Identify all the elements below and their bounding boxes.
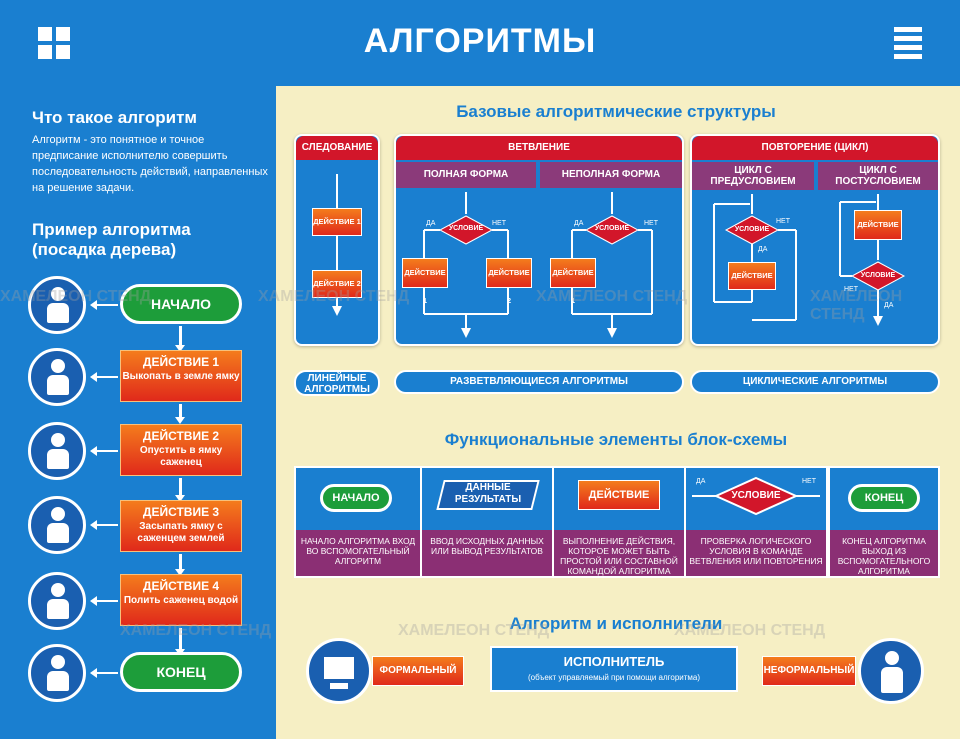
shovel-icon xyxy=(28,496,86,554)
fe-cond-label: УСЛОВИЕ xyxy=(731,490,781,501)
fe-start: НАЧАЛО НАЧАЛО АЛГОРИТМА ВХОД ВО ВСПОМОГА… xyxy=(294,466,422,578)
full-form-head: ПОЛНАЯ ФОРМА xyxy=(396,162,536,188)
end-pill: КОНЕЦ xyxy=(120,652,242,692)
branch-action-2: ДЕЙСТВИЕ 2 xyxy=(486,258,532,305)
branch-head: ВЕТВЛЕНИЕ xyxy=(396,136,682,160)
post-condition-head: ЦИКЛ С ПОСТУСЛОВИЕМ xyxy=(818,162,938,190)
yes-label: ДА xyxy=(884,302,894,309)
informal-label: НЕФОРМАЛЬНЫЙ xyxy=(762,656,856,686)
menu-icon[interactable] xyxy=(894,27,922,59)
left-panel: Что такое алгоритм Алгоритм - это понятн… xyxy=(0,86,276,739)
arrow-left-icon xyxy=(90,596,118,606)
fe-cond-desc: ПРОВЕРКА ЛОГИЧЕСКОГО УСЛОВИЯ В КОМАНДЕ В… xyxy=(686,530,826,576)
seq-action-1: ДЕЙСТВИЕ 1 xyxy=(312,208,362,236)
diamond-icon xyxy=(692,476,820,516)
sequence-head: СЛЕДОВАНИЕ xyxy=(296,136,378,160)
no-label: НЕТ xyxy=(492,220,506,227)
executor-label: ИСПОЛНИТЕЛЬ xyxy=(563,654,665,669)
loop-pre-action: ДЕЙСТВИЕ xyxy=(728,262,776,290)
start-pill: НАЧАЛО xyxy=(120,284,242,324)
gardener-icon xyxy=(28,276,86,334)
loop-pre-cond: УСЛОВИЕ xyxy=(734,226,770,233)
branch-action-partial: ДЕЙСТВИЕ 1 xyxy=(550,258,596,305)
flow-line xyxy=(175,478,185,502)
pre-condition-head: ЦИКЛ С ПРЕДУСЛОВИЕМ xyxy=(692,162,814,190)
fe-start-shape: НАЧАЛО xyxy=(320,484,392,512)
loop-head: ПОВТОРЕНИЕ (ЦИКЛ) xyxy=(692,136,938,160)
exec-title: Алгоритм и исполнители xyxy=(509,614,723,633)
fe-data-label: ДАННЫЕ РЕЗУЛЬТАТЫ xyxy=(454,482,522,505)
func-title: Функциональные элементы блок-схемы xyxy=(444,430,788,449)
flow-line xyxy=(175,628,185,656)
flow-line xyxy=(175,404,185,424)
no-label: НЕТ xyxy=(776,218,790,225)
executor-box: ИСПОЛНИТЕЛЬ (объект управляемый при помо… xyxy=(490,646,738,692)
no-label: НЕТ xyxy=(844,286,858,293)
what-title: Что такое алгоритм xyxy=(32,108,198,127)
loop-post-cond: УСЛОВИЕ xyxy=(860,272,896,279)
fe-action: ДЕЙСТВИЕ ВЫПОЛНЕНИЕ ДЕЙСТВИЯ, КОТОРОЕ МО… xyxy=(552,466,686,578)
branch-action-1: ДЕЙСТВИЕ 1 xyxy=(402,258,448,305)
branch-panel: ВЕТВЛЕНИЕ ПОЛНАЯ ФОРМА НЕПОЛНАЯ ФОРМА xyxy=(394,134,684,346)
branch-cond-2: УСЛОВИЕ xyxy=(594,225,630,232)
seq-action-2: ДЕЙСТВИЕ 2 xyxy=(312,270,362,298)
no-label: НЕТ xyxy=(802,478,816,485)
partial-form-head: НЕПОЛНАЯ ФОРМА xyxy=(540,162,682,188)
person-icon xyxy=(858,638,924,704)
basic-structures-title: Базовые алгоритмические структуры xyxy=(456,102,776,121)
plant-icon xyxy=(28,422,86,480)
yes-label: ДА xyxy=(426,220,436,227)
sequence-arrows xyxy=(332,174,342,316)
arrow-left-icon xyxy=(90,446,118,456)
fe-action-shape: ДЕЙСТВИЕ xyxy=(578,480,660,510)
branch-cond-1: УСЛОВИЕ xyxy=(448,225,484,232)
fe-action-desc: ВЫПОЛНЕНИЕ ДЕЙСТВИЯ, КОТОРОЕ МОЖЕТ БЫТЬ … xyxy=(554,530,684,576)
computer-icon xyxy=(306,638,372,704)
fe-condition: УСЛОВИЕ ДА НЕТ ПРОВЕРКА ЛОГИЧЕСКОГО УСЛО… xyxy=(684,466,828,578)
flow-line xyxy=(175,326,185,352)
no-label: НЕТ xyxy=(644,220,658,227)
tree-icon xyxy=(28,644,86,702)
flow-line xyxy=(175,554,185,576)
linear-caption: ЛИНЕЙНЫЕ АЛГОРИТМЫ xyxy=(294,370,380,396)
loop-diagram xyxy=(713,194,906,326)
example-title: Пример алгоритма (посадка дерева) xyxy=(32,220,191,259)
executor-sub: (объект управляемый при помощи алгоритма… xyxy=(527,673,701,682)
what-text: Алгоритм - это понятное и точное предпис… xyxy=(32,134,268,194)
dig-icon xyxy=(28,348,86,406)
fe-end-shape: КОНЕЦ xyxy=(848,484,920,512)
grid-icon[interactable] xyxy=(38,27,70,59)
sequence-panel: СЛЕДОВАНИЕ ДЕЙСТВИЕ 1 ДЕЙСТВИЕ 2 xyxy=(294,134,380,346)
right-panel: Базовые алгоритмические структуры СЛЕДОВ… xyxy=(276,86,960,739)
loop-panel: ПОВТОРЕНИЕ (ЦИКЛ) ЦИКЛ С ПРЕДУСЛОВИЕМ ЦИ… xyxy=(690,134,940,346)
branch-caption: РАЗВЕТВЛЯЮЩИЕСЯ АЛГОРИТМЫ xyxy=(394,370,684,394)
fe-data-desc: ВВОД ИСХОДНЫХ ДАННЫХ ИЛИ ВЫВОД РЕЗУЛЬТАТ… xyxy=(422,530,552,576)
fe-data: ДАННЫЕ РЕЗУЛЬТАТЫ ВВОД ИСХОДНЫХ ДАННЫХ И… xyxy=(420,466,554,578)
yes-label: ДА xyxy=(696,478,706,485)
page-title: АЛГОРИТМЫ xyxy=(363,22,597,60)
arrow-left-icon xyxy=(90,668,118,678)
header: АЛГОРИТМЫ xyxy=(0,0,960,86)
loop-post-action: ДЕЙСТВИЕ xyxy=(854,210,902,240)
arrow-left-icon xyxy=(90,520,118,530)
fe-end-desc: КОНЕЦ АЛГОРИТМА ВЫХОД ИЗ ВСПОМОГАТЕЛЬНОГ… xyxy=(830,530,938,576)
arrow-left-icon xyxy=(90,372,118,382)
formal-label: ФОРМАЛЬНЫЙ xyxy=(372,656,464,686)
loop-caption: ЦИКЛИЧЕСКИЕ АЛГОРИТМЫ xyxy=(690,370,940,394)
fe-start-desc: НАЧАЛО АЛГОРИТМА ВХОД ВО ВСПОМОГАТЕЛЬНЫЙ… xyxy=(296,530,420,576)
watering-icon xyxy=(28,572,86,630)
arrow-left-icon xyxy=(90,300,118,310)
yes-label: ДА xyxy=(758,246,768,253)
fe-end: КОНЕЦ КОНЕЦ АЛГОРИТМА ВЫХОД ИЗ ВСПОМОГАТ… xyxy=(828,466,940,578)
branch-diagram xyxy=(423,192,653,338)
yes-label: ДА xyxy=(574,220,584,227)
